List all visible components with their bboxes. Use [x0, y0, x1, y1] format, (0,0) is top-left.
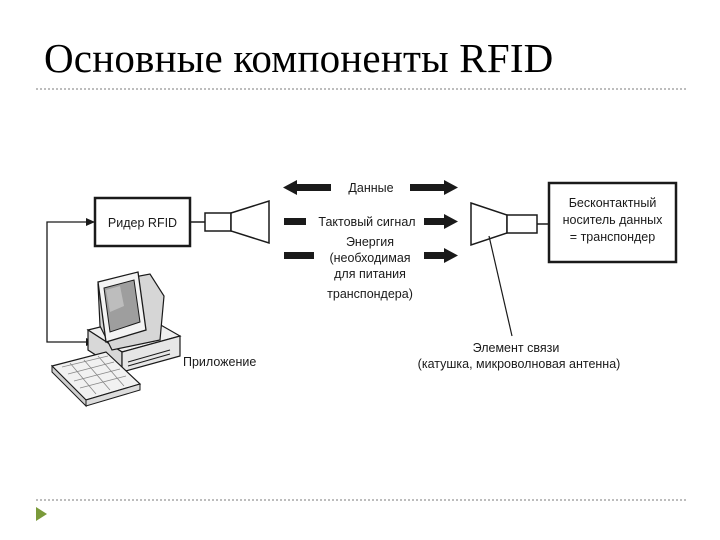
reader-label: Ридер RFID — [108, 216, 177, 230]
transponder-antenna — [470, 201, 538, 247]
data-label: Данные — [348, 181, 393, 195]
reader-antenna — [204, 199, 270, 245]
energy-label-3: для питания — [334, 267, 406, 281]
clock-bar-left — [284, 218, 306, 225]
reader-app-connector — [46, 218, 95, 346]
coupling-label-1: Элемент связи — [473, 341, 560, 355]
energy-label-1: Энергия — [346, 235, 394, 249]
energy-bar-left — [284, 252, 314, 259]
play-triangle-icon — [36, 507, 47, 521]
energy-label-4: транспондера) — [327, 287, 413, 301]
reader-box: Ридер RFID — [93, 196, 192, 248]
energy-arrow-right — [424, 248, 458, 263]
transponder-box: Бесконтактный носитель данных = транспон… — [547, 181, 678, 264]
transponder-label-3: = транспондер — [570, 230, 655, 244]
application-label: Приложение — [183, 355, 256, 369]
transponder-label-1: Бесконтактный — [569, 196, 657, 210]
top-separator — [36, 88, 686, 90]
coupling-label-2: (катушка, микроволновая антенна) — [418, 357, 621, 371]
data-arrow-right — [410, 180, 458, 195]
computer-icon — [50, 271, 182, 408]
clock-arrow-right — [424, 214, 458, 229]
clock-label: Тактовый сигнал — [318, 215, 415, 229]
bottom-separator — [36, 499, 686, 501]
transponder-label-2: носитель данных — [563, 213, 664, 227]
coupling-pointer-line — [488, 235, 513, 337]
energy-label-2: (необходимая — [329, 251, 410, 265]
slide-title: Основные компоненты RFID — [44, 35, 554, 81]
data-arrow-left — [283, 180, 331, 195]
